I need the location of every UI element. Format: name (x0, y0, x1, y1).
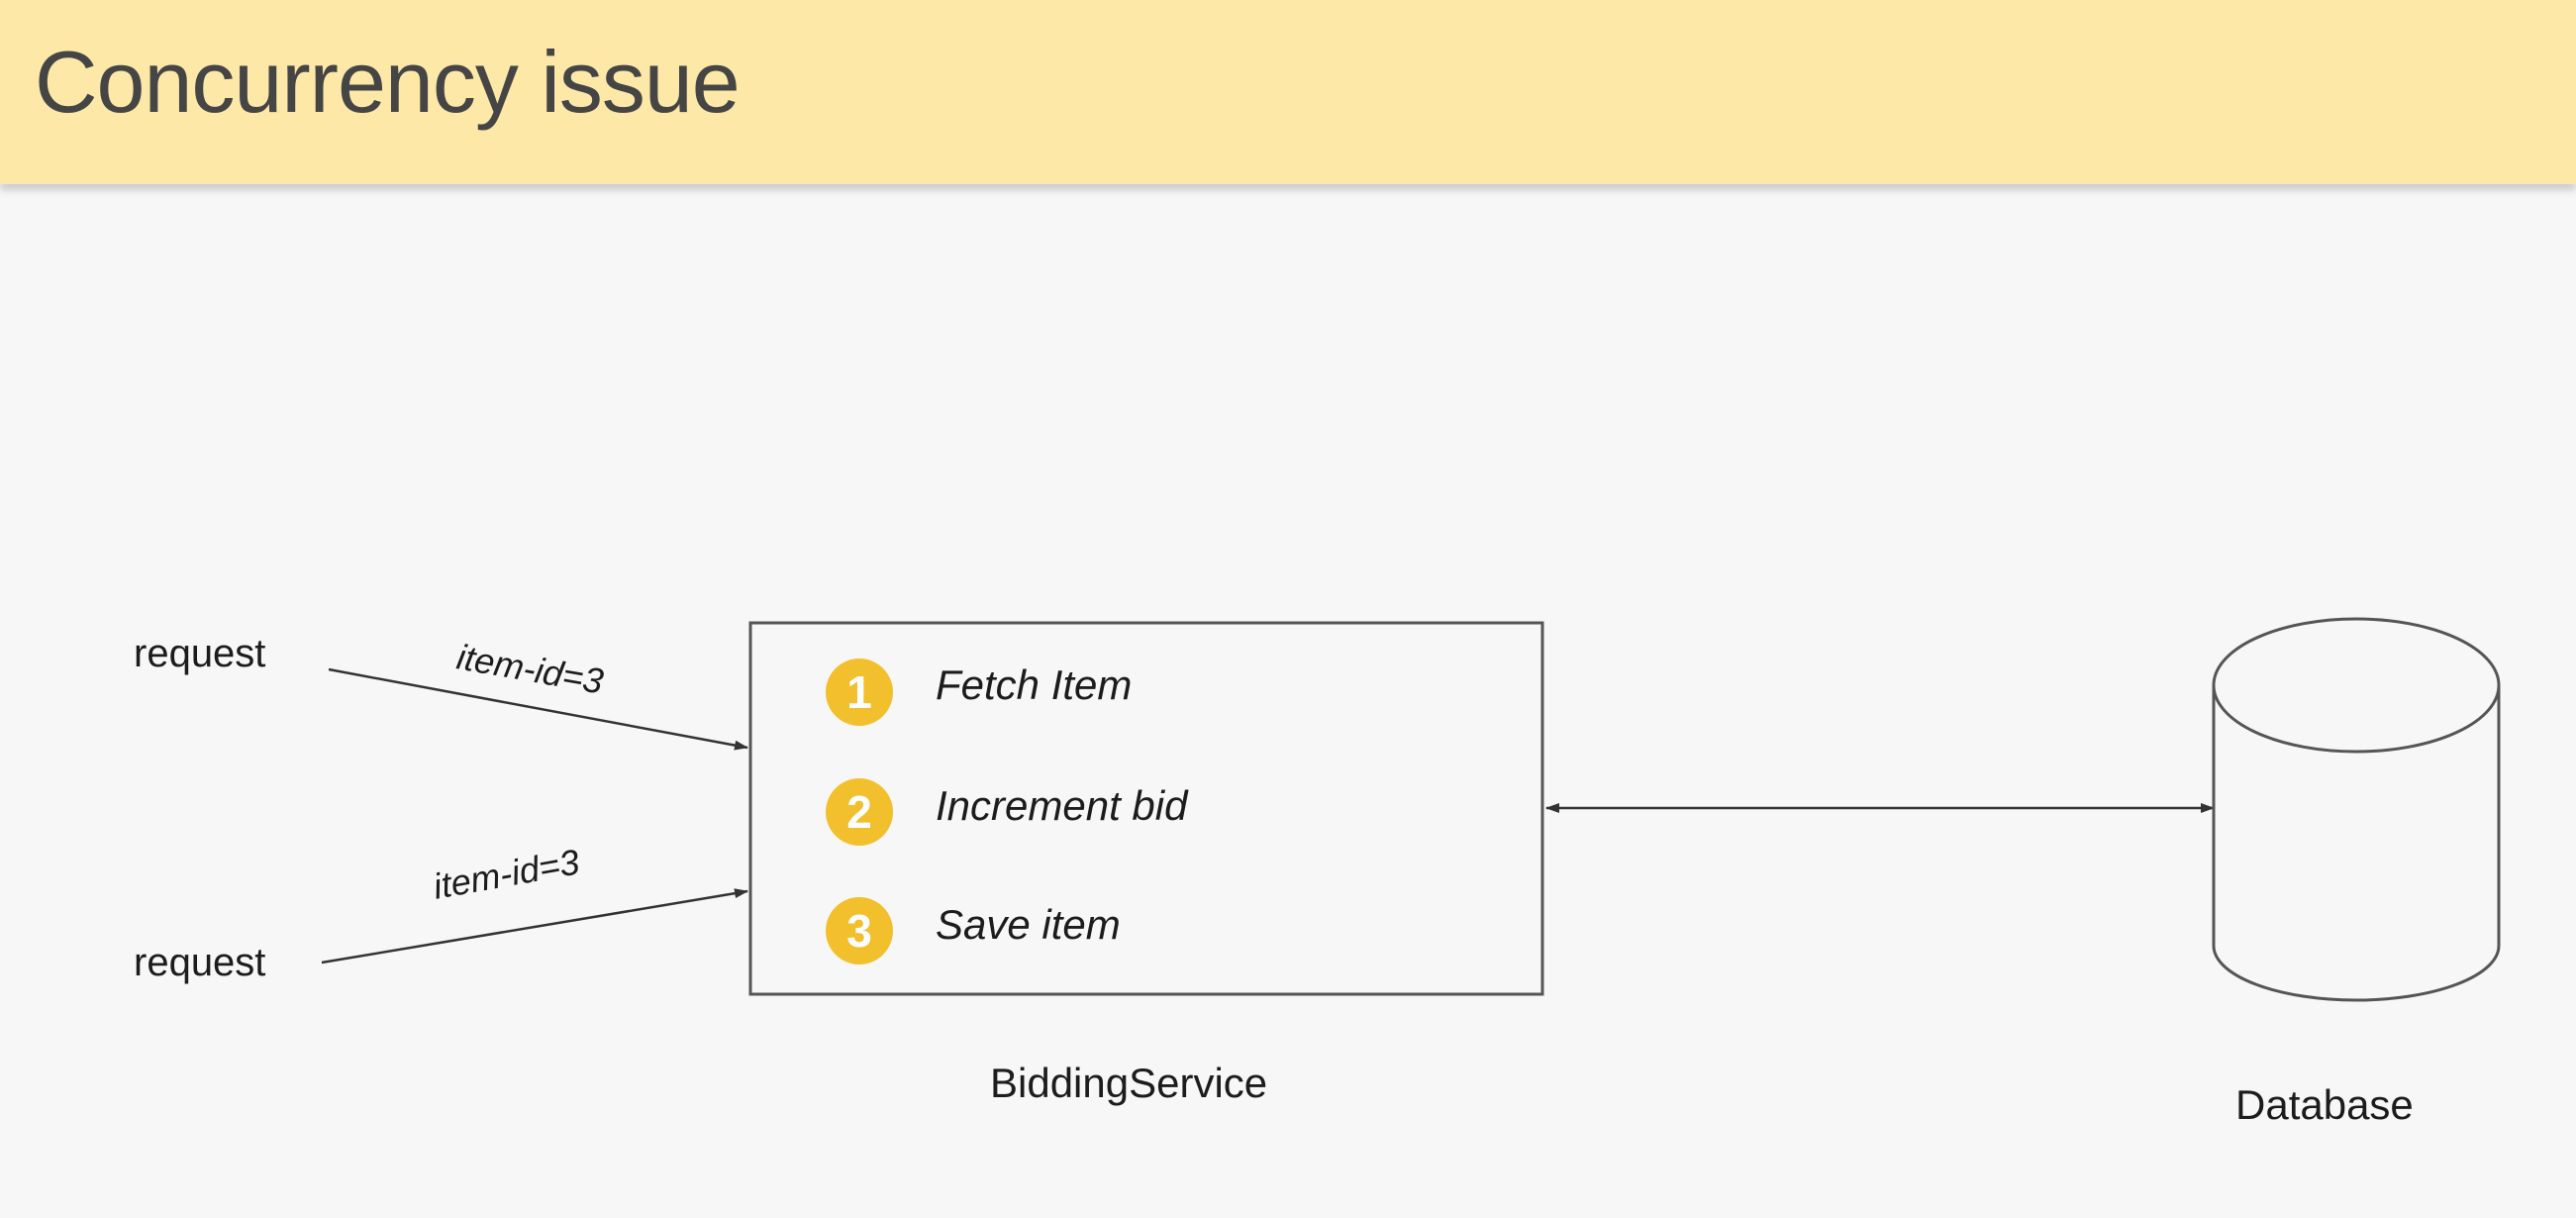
step-2-badge: 2 (826, 778, 893, 846)
slide-title: Concurrency issue (35, 33, 741, 131)
step-2-label: Increment bid (936, 782, 1188, 829)
request-1-label: request (134, 632, 266, 675)
step-3-badge: 3 (826, 897, 893, 964)
request-1-arrow (328, 667, 748, 751)
step-1-label: Fetch Item (936, 661, 1133, 708)
bidding-service-caption: BiddingService (990, 1060, 1268, 1106)
database-caption: Database (2235, 1081, 2414, 1128)
step-3-label: Save item (936, 901, 1121, 948)
database-cylinder-icon (2212, 617, 2501, 1002)
slide-header: Concurrency issue (0, 0, 2576, 184)
request-2-label: request (134, 941, 266, 984)
step-1-badge: 1 (826, 659, 893, 726)
request-2-arrow (321, 888, 748, 964)
